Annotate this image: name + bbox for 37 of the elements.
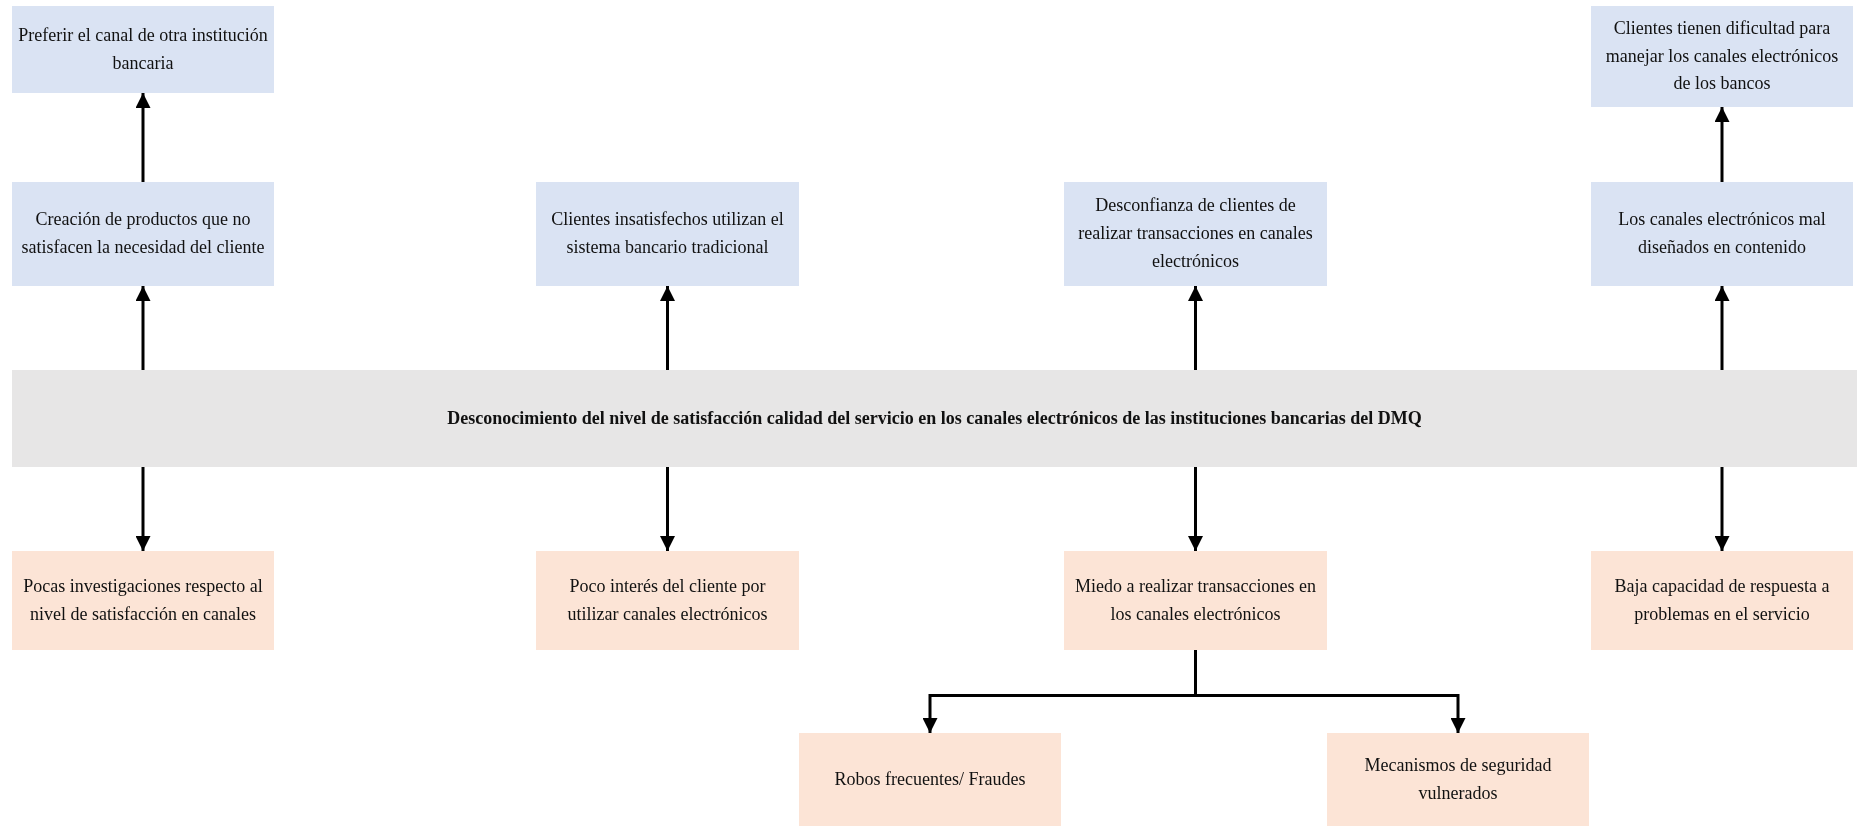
node-text: Miedo a realizar transacciones en los canales electrónicos (1074, 574, 1317, 626)
arrow (1188, 286, 1203, 370)
arrow (660, 286, 675, 370)
arrow (135, 93, 151, 182)
node-text: Poco interés del cliente por utilizar canales electrónicos (566, 574, 769, 626)
node-text: Desconfianza de clientes de realizar transacciones en canales electrónicos (1077, 194, 1314, 273)
effect-box (12, 182, 274, 286)
arrow (660, 467, 675, 551)
arrow (135, 286, 151, 370)
cause-box (799, 733, 1061, 826)
cause-box (1064, 551, 1327, 650)
arrow (1714, 467, 1730, 551)
effect-box (1591, 182, 1853, 286)
problem-box (12, 370, 1857, 467)
arrow (1714, 286, 1730, 370)
node-text: Clientes tienen dificultad para manejar los canales electrónicos de los bancos (1604, 16, 1840, 96)
node-text: Creación de productos que no satisfacen la necesidad del cliente (20, 208, 266, 259)
cause-box (12, 551, 274, 650)
node-text: Pocas investigaciones respecto al nivel de satisfacción en canales (22, 574, 264, 626)
effect-box (1064, 182, 1327, 286)
effect-box (1591, 6, 1853, 107)
effect-box (12, 6, 274, 93)
node-text: Mecanismos de seguridad vulnerados (1363, 753, 1553, 805)
cause-box (1327, 733, 1589, 826)
node-text: Clientes insatisfechos utilizan el sistema bancario tradicional (550, 208, 785, 259)
arrow (1188, 467, 1203, 551)
arrow (1194, 650, 1466, 733)
node-text: Desconocimiento del nivel de satisfacción calidad del servicio en los canales electrónicos de las instituciones bancarias del DMQ (447, 406, 1422, 430)
node-text: Baja capacidad de respuesta a problemas en el servicio (1613, 574, 1831, 626)
cause-box (1591, 551, 1853, 650)
node-text: Robos frecuentes/ Fraudes (834, 767, 1026, 791)
cause-box (536, 551, 799, 650)
effect-box (536, 182, 799, 286)
node-text: Los canales electrónicos mal diseñados en contenido (1617, 208, 1827, 259)
arrow (135, 467, 151, 551)
node-text: Preferir el canal de otra institución bancaria (18, 23, 268, 75)
arrow (1714, 107, 1730, 182)
